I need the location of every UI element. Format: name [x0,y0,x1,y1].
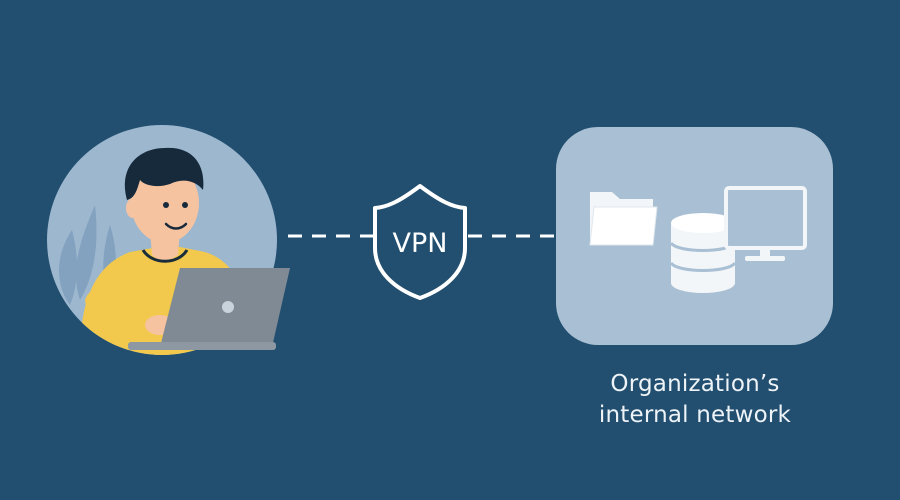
monitor-icon [724,186,807,261]
network-caption-line-2: internal network [598,402,792,428]
network-caption-line-1: Organization’s [610,371,780,397]
internal-network-panel [556,127,833,345]
laptop-icon [128,268,290,350]
vpn-label: VPN [393,228,448,259]
vpn-shield-icon: VPN [373,184,467,300]
user-group [47,125,290,355]
folder-icon [589,192,658,246]
